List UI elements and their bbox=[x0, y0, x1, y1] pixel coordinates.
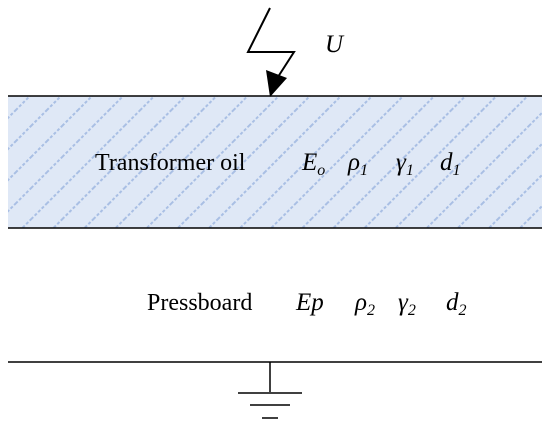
pressboard-layer-label: Pressboard bbox=[147, 290, 252, 316]
oil-layer-label: Transformer oil bbox=[95, 150, 246, 176]
ground-icon bbox=[238, 362, 302, 419]
pressboard-thickness-symbol: d2 bbox=[446, 289, 467, 319]
voltage-label: U bbox=[325, 31, 345, 58]
pressboard-conductivity-symbol: γ2 bbox=[398, 289, 416, 319]
pressboard-field-symbol: Ep bbox=[295, 289, 324, 316]
voltage-arrowhead-icon bbox=[266, 70, 287, 97]
pressboard-resistivity-symbol: ρ2 bbox=[354, 289, 375, 319]
oil-layer-hatch bbox=[8, 96, 542, 228]
oil-conductivity-symbol: γ1 bbox=[396, 149, 414, 179]
oil-resistivity-symbol: ρ1 bbox=[347, 149, 368, 179]
voltage-lightning-icon bbox=[246, 7, 296, 81]
oil-thickness-symbol: d1 bbox=[440, 149, 461, 179]
oil-field-symbol: Eo bbox=[301, 149, 325, 179]
